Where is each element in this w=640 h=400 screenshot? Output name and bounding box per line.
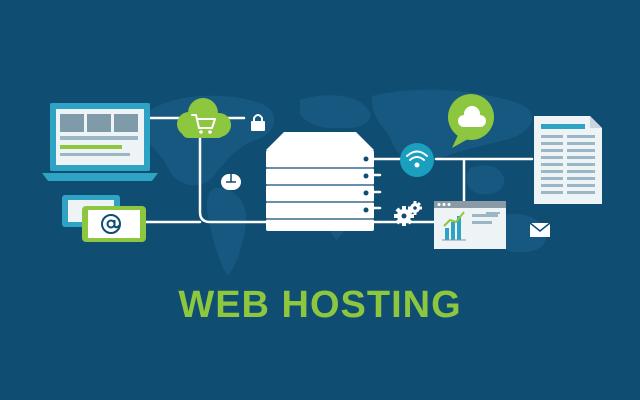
chat-cloud-icon: [448, 94, 494, 148]
mouse-icon: [221, 174, 241, 190]
server-rack-icon: [266, 132, 374, 231]
network-connections: [144, 116, 534, 224]
gears-icon: [394, 201, 422, 226]
email-at-icon: [82, 206, 146, 242]
browser-chart-icon: [434, 201, 506, 249]
wifi-icon: [400, 143, 434, 177]
lock-icon: [251, 114, 265, 131]
cloud-cart-icon: [177, 98, 231, 138]
page-title: WEB HOSTING: [178, 284, 462, 326]
envelope-icon: [529, 222, 551, 237]
laptop-icon: [42, 103, 158, 181]
document-icon: [534, 116, 602, 204]
